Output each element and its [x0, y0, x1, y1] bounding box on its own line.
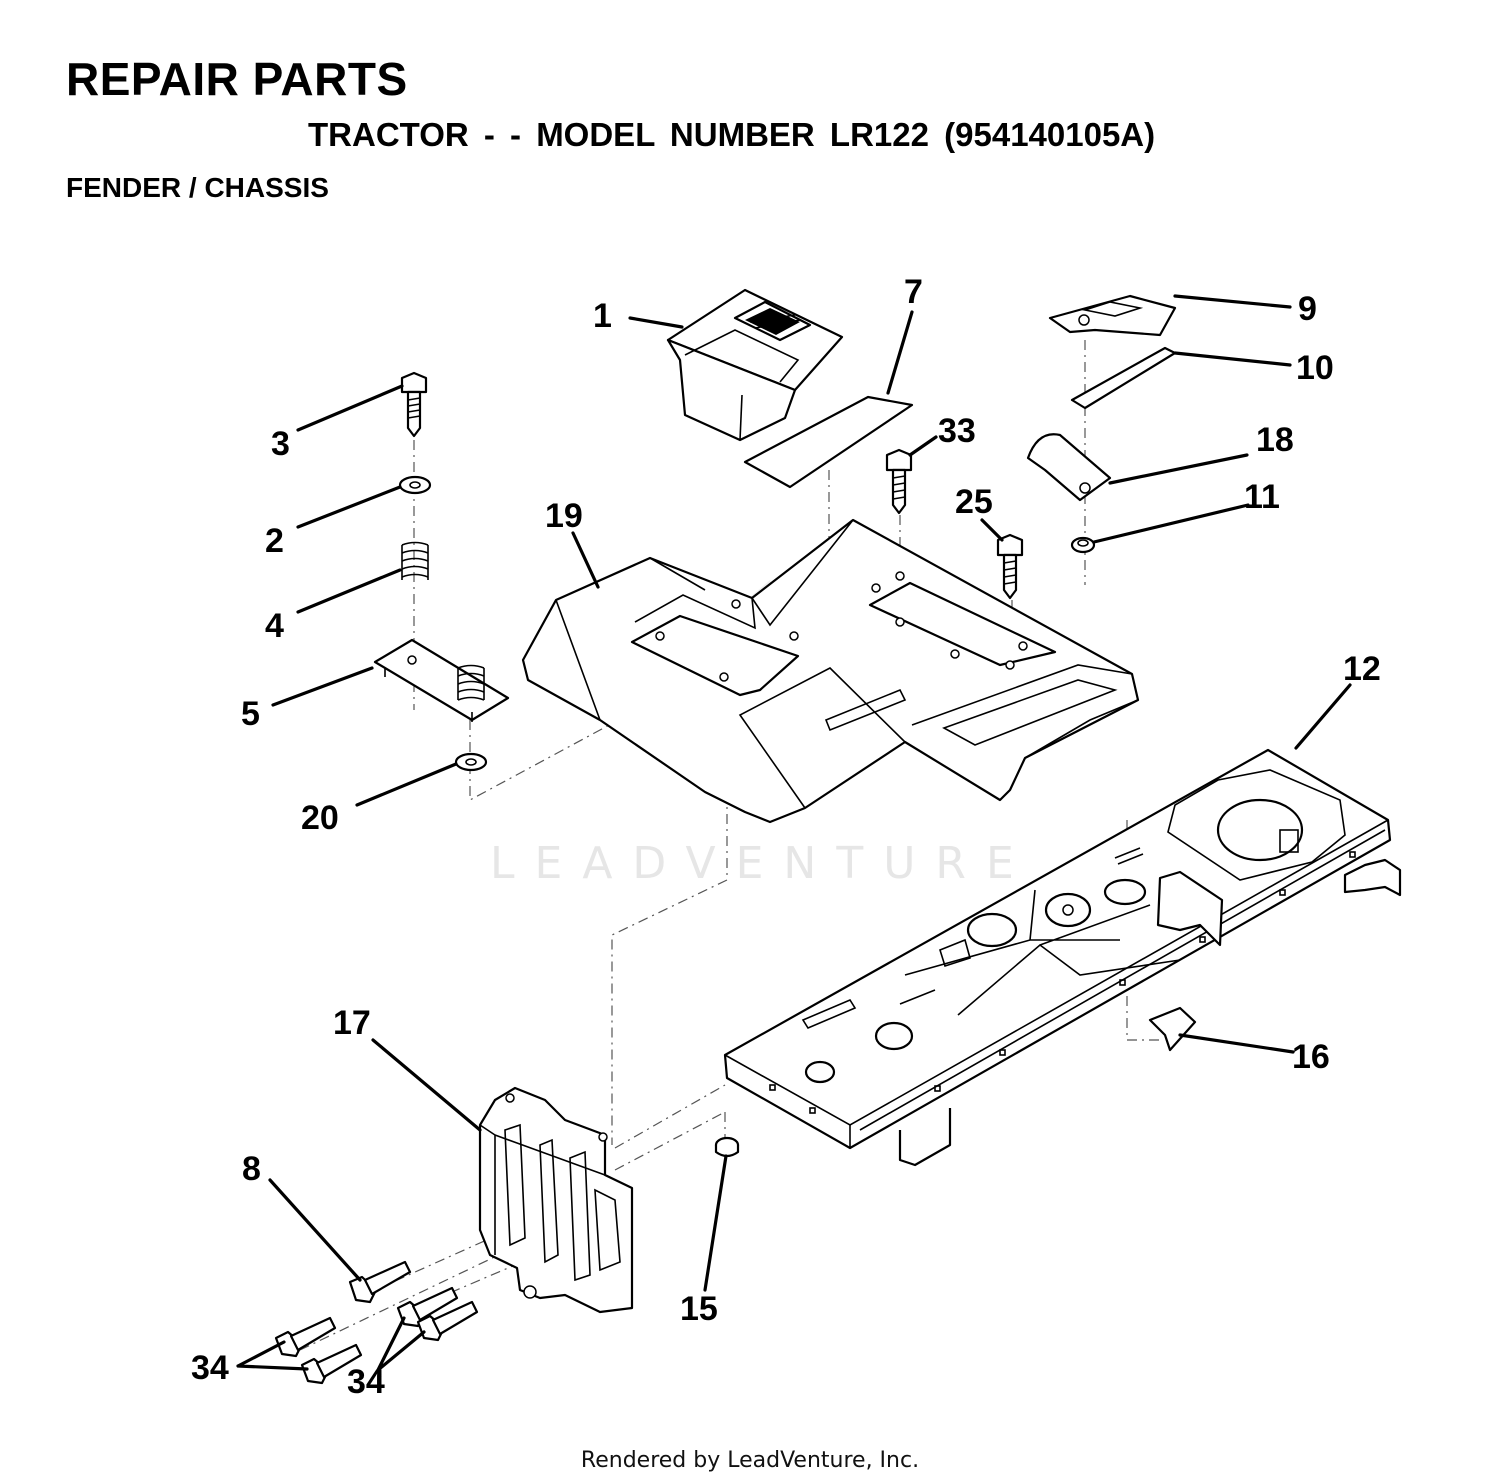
- part-11-nut: [1070, 536, 1096, 554]
- callout-numbers: 1 2 3 4 5 7 8 9 10 11 12 15 16 17 18 19 …: [191, 273, 1381, 1401]
- part-8-bolt: [348, 1260, 412, 1304]
- callout-2: 2: [265, 522, 284, 560]
- part-9-bracket: [1048, 294, 1177, 337]
- part-7-decal: [743, 395, 914, 489]
- part-3-bolt: [400, 371, 428, 438]
- callout-33: 33: [938, 412, 976, 450]
- callout-18: 18: [1256, 421, 1294, 459]
- model-subtitle: TRACTOR - - MODEL NUMBER LR122 (95414010…: [308, 116, 1156, 153]
- callout-3: 3: [271, 425, 290, 463]
- part-33-screw: [885, 448, 913, 515]
- part-18-clamp: [1026, 433, 1112, 502]
- leader-lines: [236, 294, 1352, 1372]
- part-10-plate: [1070, 346, 1177, 410]
- page-title: REPAIR PARTS: [66, 53, 408, 105]
- callout-19: 19: [545, 497, 583, 535]
- watermark-text: LEADVENTURE: [490, 838, 1034, 889]
- part-5-spring-plate: [373, 638, 510, 722]
- part-2-washer: [398, 475, 432, 495]
- part-4-spring: [401, 541, 429, 580]
- part-15-nut: [714, 1136, 740, 1158]
- callout-5: 5: [241, 695, 260, 733]
- callout-17: 17: [333, 1004, 371, 1042]
- part-16-clip: [1148, 1006, 1197, 1052]
- footer-credit: Rendered by LeadVenture, Inc.: [580, 1448, 920, 1473]
- part-34-bolts: [274, 1286, 479, 1385]
- part-25-screw: [996, 533, 1024, 600]
- part-12-chassis-frame: [723, 748, 1402, 1167]
- callout-10: 10: [1296, 349, 1334, 387]
- callout-4: 4: [265, 607, 284, 645]
- callout-15: 15: [680, 1290, 718, 1328]
- callout-34-right: 34: [347, 1363, 385, 1401]
- callout-8: 8: [242, 1150, 261, 1188]
- callout-16: 16: [1292, 1038, 1330, 1076]
- part-19-fender: [521, 518, 1140, 824]
- part-20-washer: [454, 752, 488, 772]
- callout-25: 25: [955, 483, 993, 521]
- callout-12: 12: [1343, 650, 1381, 688]
- side-flange-holes: [769, 851, 1356, 1114]
- callout-20: 20: [301, 799, 339, 837]
- callout-34-left: 34: [191, 1349, 229, 1387]
- callout-7: 7: [904, 273, 923, 311]
- callout-11: 11: [1244, 478, 1280, 516]
- callout-1: 1: [593, 297, 612, 335]
- section-title: FENDER / CHASSIS: [66, 172, 329, 203]
- part-17-hitch-plate: [478, 1086, 634, 1314]
- callout-9: 9: [1298, 290, 1317, 328]
- part-1-tool-tray: [666, 288, 844, 442]
